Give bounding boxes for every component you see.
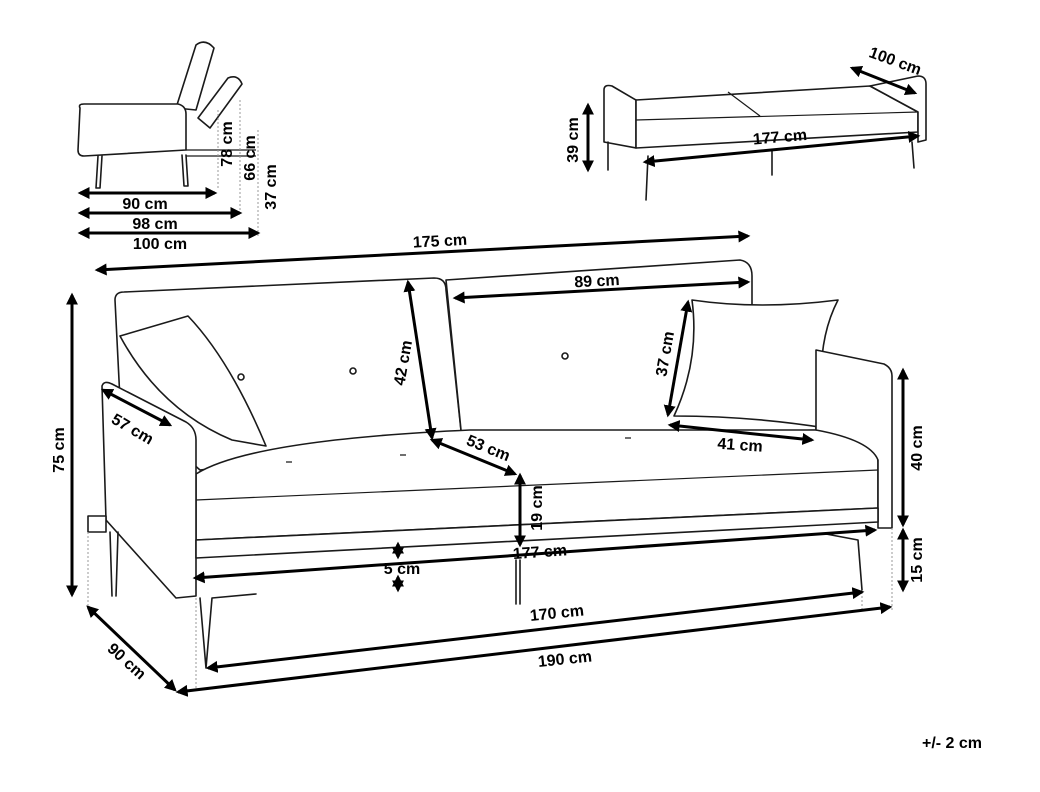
pillow-left xyxy=(119,315,267,447)
tolerance-note: +/- 2 cm xyxy=(922,735,982,752)
side-backrest xyxy=(175,41,215,111)
label-total-height: 75 cm xyxy=(51,427,68,472)
label-seat-width: 177 cm xyxy=(512,542,567,563)
label-armrest-height: 40 cm xyxy=(909,425,926,470)
label-seat-gap: 5 cm xyxy=(384,561,420,578)
label-37: 37 cm xyxy=(263,164,280,209)
label-90: 90 cm xyxy=(122,196,167,213)
side-backrest-reclined xyxy=(197,76,243,129)
right-armrest xyxy=(815,349,893,529)
side-frame xyxy=(186,149,256,157)
dim-line-inner-base xyxy=(205,587,865,673)
left-armrest xyxy=(101,381,197,599)
label-total-width: 175 cm xyxy=(412,232,467,252)
label-inner-base: 170 cm xyxy=(529,602,585,625)
side-seat xyxy=(77,103,187,157)
dim-line-seat-width xyxy=(192,524,878,584)
side-leg-front xyxy=(95,155,103,189)
dim-line-armrest-depth xyxy=(100,388,173,427)
seat-tufts xyxy=(286,437,631,463)
label-98: 98 cm xyxy=(132,216,177,233)
main-sofa-view: 175 cm 89 cm 42 cm 37 cm 75 cm 57 cm 53 … xyxy=(51,230,926,697)
dim-line-total-length xyxy=(175,602,893,697)
dim-line-back-height xyxy=(403,279,437,441)
side-leg-back xyxy=(181,154,189,187)
label-pillow-width: 41 cm xyxy=(717,436,763,456)
seat-edge xyxy=(195,469,879,501)
label-bed-height: 39 cm xyxy=(565,117,582,162)
pillow-right xyxy=(673,299,839,429)
guide-lines xyxy=(217,100,259,236)
label-total-length: 190 cm xyxy=(537,648,593,671)
label-100: 100 cm xyxy=(133,236,187,253)
bed-seam xyxy=(635,91,919,121)
dim-line-seat-depth xyxy=(429,438,518,476)
label-seat-thickness: 19 cm xyxy=(529,485,546,530)
dim-line-bed-length xyxy=(642,130,921,168)
dim-line-total-depth xyxy=(86,605,177,692)
label-bed-depth: 100 cm xyxy=(867,44,924,79)
label-leg-height: 15 cm xyxy=(909,537,926,582)
button-tuft xyxy=(349,367,357,375)
label-66: 66 cm xyxy=(242,135,259,180)
button-tuft xyxy=(237,373,245,381)
dim-line-bed-depth xyxy=(849,65,918,96)
label-total-depth: 90 cm xyxy=(104,640,149,683)
dim-line-back-cushion xyxy=(452,276,751,304)
dim-line-pillow-height xyxy=(663,299,693,418)
label-78: 78 cm xyxy=(219,121,236,166)
bed-view: 100 cm 177 cm 39 cm xyxy=(565,44,927,201)
dim-line-pillow-width xyxy=(667,420,815,445)
bed-left-arm xyxy=(603,84,637,149)
label-back-cushion: 89 cm xyxy=(574,272,620,291)
folded-side-view: 90 cm 98 cm 100 cm 78 cm 66 cm 37 cm xyxy=(77,41,280,253)
dim-line-total-width xyxy=(94,230,751,276)
button-tuft xyxy=(561,352,569,360)
bed-legs xyxy=(607,141,915,201)
label-bed-length: 177 cm xyxy=(752,127,808,149)
